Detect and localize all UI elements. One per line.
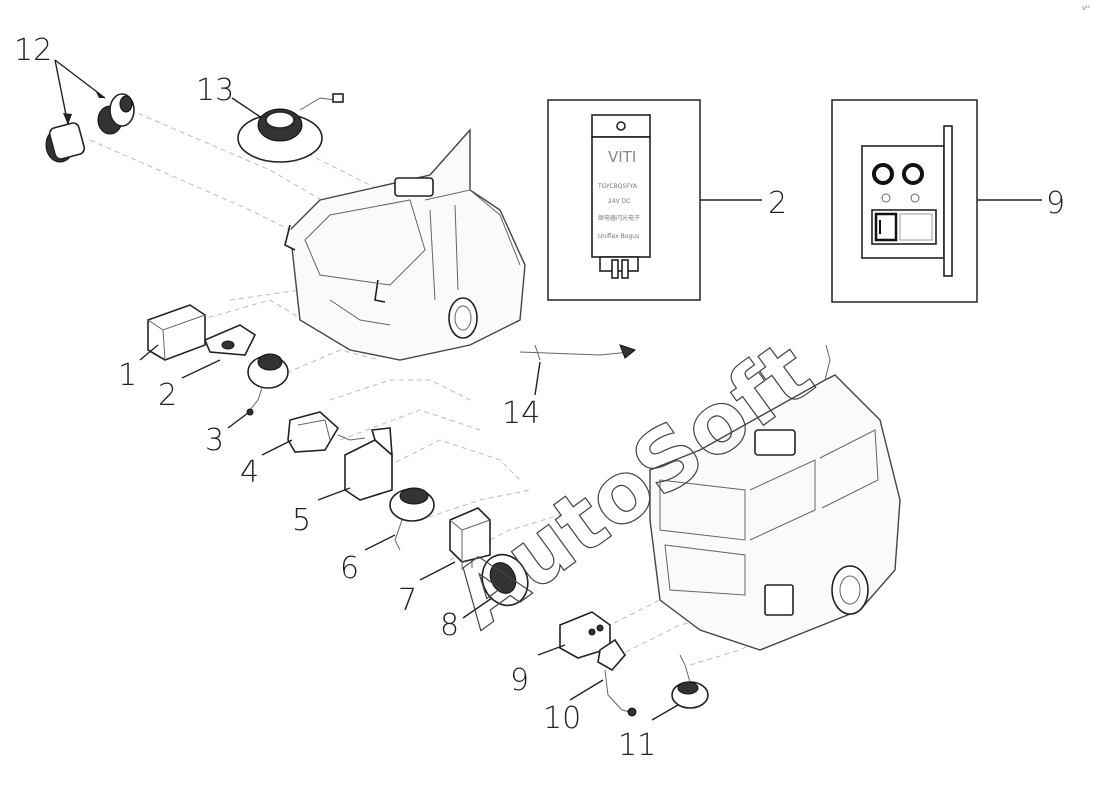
callout-12: 12 bbox=[14, 33, 52, 68]
callout-8: 8 bbox=[440, 608, 459, 643]
leader-11 bbox=[651, 704, 679, 721]
callout-9: 9 bbox=[510, 663, 529, 698]
callout-11: 11 bbox=[618, 728, 656, 763]
part-9-switch bbox=[559, 611, 611, 659]
callout-6: 6 bbox=[340, 551, 359, 586]
leader-1 bbox=[139, 344, 159, 361]
callout-detail-9: 9 bbox=[1046, 186, 1065, 221]
part-2-bracket bbox=[203, 324, 257, 356]
leader-9 bbox=[537, 644, 566, 656]
detail-relay-box bbox=[547, 99, 701, 301]
leader-10 bbox=[569, 679, 604, 701]
leader-4 bbox=[261, 439, 293, 456]
leader-6 bbox=[364, 534, 396, 551]
bus-front-view bbox=[284, 128, 526, 361]
part-14-rod bbox=[519, 344, 637, 361]
part-6-horn bbox=[389, 487, 435, 551]
relay-brand: VITI bbox=[608, 148, 636, 166]
part-10-harness bbox=[597, 638, 637, 717]
relay-line-1: TGYCBQSFYA bbox=[597, 183, 638, 190]
relay-line-4: Uniflex Bogus bbox=[598, 233, 639, 240]
leader-2 bbox=[181, 359, 221, 379]
bus-rear-view bbox=[649, 344, 901, 651]
part-7-flasher bbox=[449, 507, 491, 570]
callout-4: 4 bbox=[240, 455, 259, 490]
callout-2: 2 bbox=[158, 378, 177, 413]
part-12-connectors bbox=[45, 93, 135, 163]
relay-line-2: 24V DC bbox=[608, 198, 630, 205]
part-1-module bbox=[147, 304, 206, 361]
leader-5 bbox=[317, 487, 351, 501]
part-11-sensor bbox=[671, 654, 709, 709]
callout-detail-2: 2 bbox=[768, 186, 787, 221]
detail-switch-box bbox=[831, 99, 978, 303]
leader-8 bbox=[462, 597, 493, 619]
callout-10: 10 bbox=[543, 701, 581, 736]
part-4-relay-box bbox=[287, 411, 366, 453]
leader-7 bbox=[419, 561, 456, 581]
callout-1: 1 bbox=[118, 358, 137, 393]
callout-13: 13 bbox=[196, 73, 234, 108]
part-8-disc-horn bbox=[481, 553, 529, 607]
leader-14 bbox=[534, 361, 541, 396]
relay-line-3: 继电器闪光电子 bbox=[598, 214, 640, 222]
callout-7: 7 bbox=[398, 583, 417, 618]
leader-3 bbox=[227, 409, 253, 429]
callout-14: 14 bbox=[502, 396, 540, 431]
part-13-speaker bbox=[237, 93, 344, 163]
leader-13 bbox=[231, 97, 263, 119]
callout-3: 3 bbox=[205, 423, 224, 458]
part-5-bracket-box bbox=[344, 427, 393, 501]
corner-mark: s²⁰ bbox=[1082, 5, 1091, 12]
callout-5: 5 bbox=[292, 503, 311, 538]
part-3-buzzer bbox=[246, 353, 289, 416]
